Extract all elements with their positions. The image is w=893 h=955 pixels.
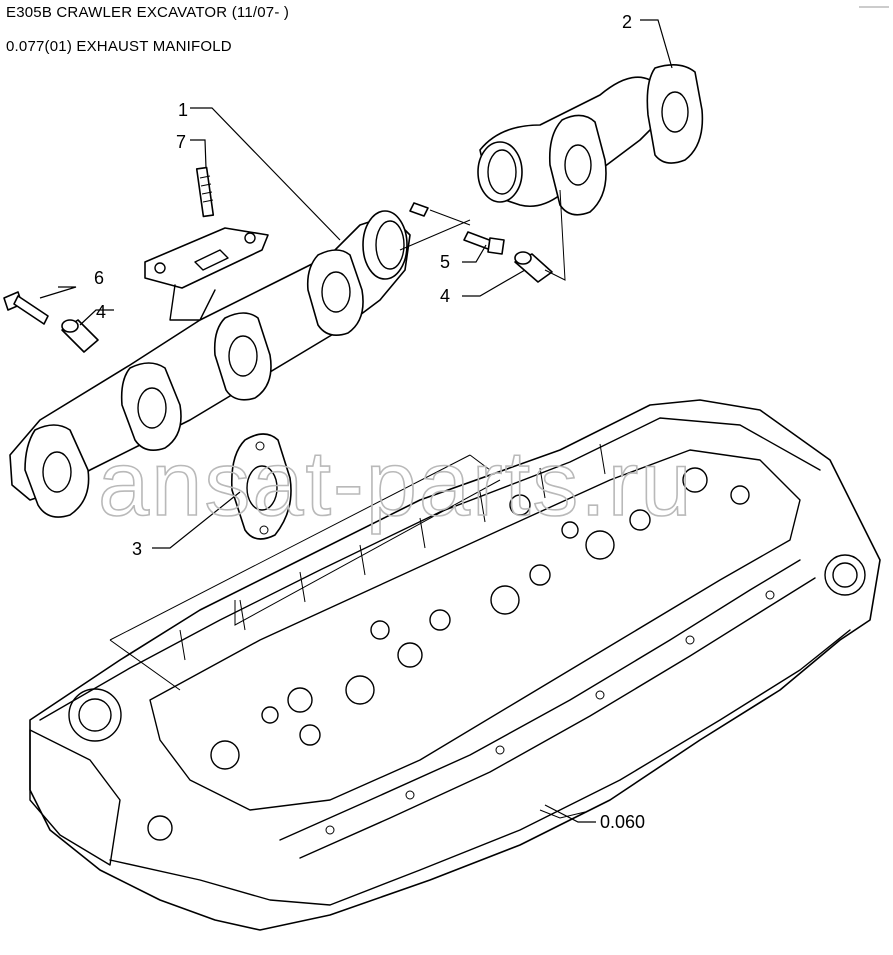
callout-6: 6 [94,268,104,288]
callout-3: 3 [132,539,142,559]
stud [195,166,215,218]
watermark-text: ansat-parts.ru [98,433,694,535]
leader-lines [39,19,673,823]
corner-mark-icon [859,6,889,8]
spacer-left [61,319,99,353]
callout-4-left: 4 [96,302,106,322]
alignment-guide [109,454,501,691]
callout-ref-0060: 0.060 [600,812,645,832]
bolt-left [3,291,49,325]
exhaust-elbow [477,64,704,216]
callout-4-right: 4 [440,286,450,306]
callout-7: 7 [176,132,186,152]
cylinder-head-drawing [29,399,881,931]
callout-5: 5 [440,252,450,272]
diagram-title: E305B CRAWLER EXCAVATOR (11/07- ) [6,4,290,21]
diagram-section-title: 0.077(01) EXHAUST MANIFOLD [6,38,232,55]
exhaust-manifold [9,210,411,518]
callout-2: 2 [622,12,632,32]
manifold-gasket [230,433,292,540]
spacer-right [514,251,553,283]
assembly-guide-lines [399,189,566,281]
callout-1: 1 [178,100,188,120]
bolt-right [409,202,505,255]
